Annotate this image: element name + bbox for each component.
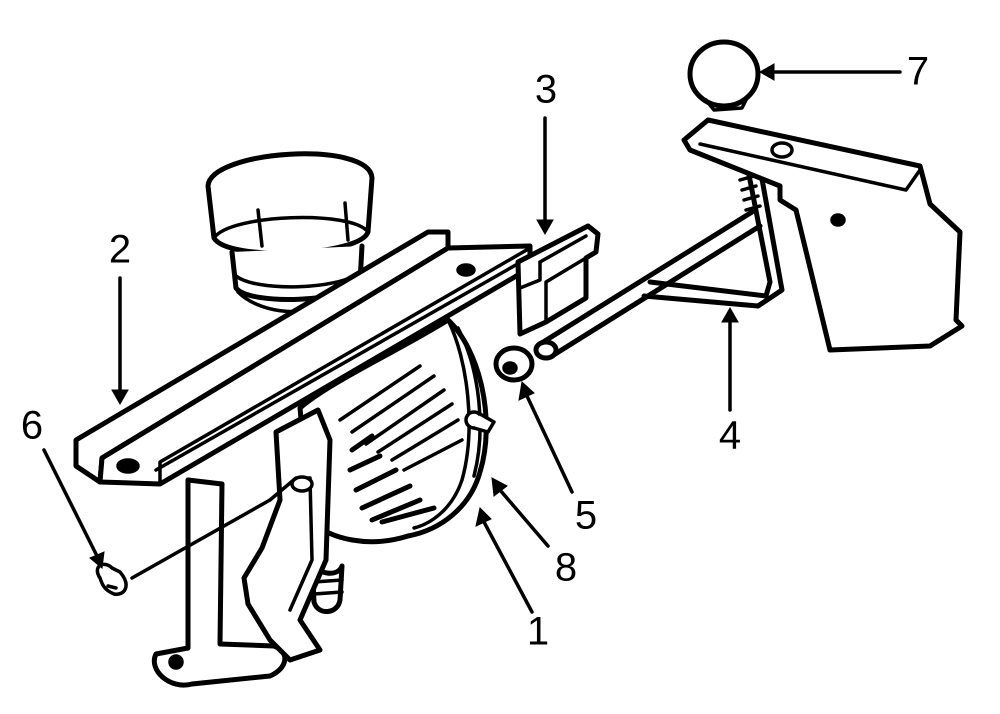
callout-2: 2: [109, 228, 131, 272]
mounting-plate: [681, 117, 965, 353]
channel-rail: [73, 229, 533, 487]
knob: [687, 39, 761, 112]
clip: [95, 562, 128, 596]
pump-housing: [297, 317, 496, 614]
callout-4: 4: [719, 414, 741, 458]
push-rod: [533, 165, 785, 361]
callout-1: 1: [527, 610, 549, 654]
callout-labels: 1 2 3 4 5 6 7 8: [21, 50, 929, 654]
pedal-lever: [151, 407, 333, 688]
callout-leaders: [42, 63, 902, 614]
callout-8: 8: [555, 546, 577, 590]
washer: [493, 345, 535, 383]
callout-5: 5: [575, 494, 597, 538]
callout-3: 3: [535, 68, 557, 112]
callout-7: 7: [907, 50, 929, 94]
bracket: [515, 223, 601, 337]
callout-6: 6: [21, 404, 43, 448]
